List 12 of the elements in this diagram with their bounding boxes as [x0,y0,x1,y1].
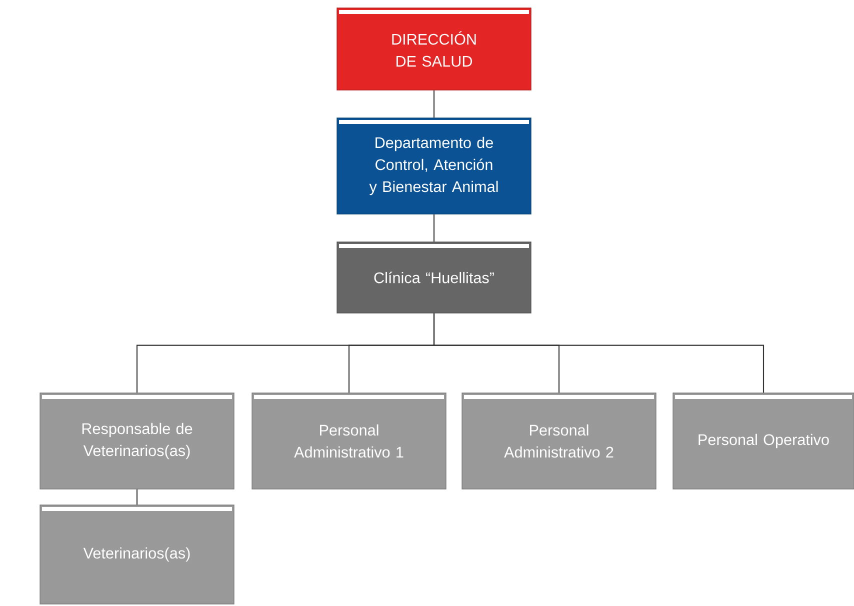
connector-line [136,489,138,505]
department-box: DIRECCIÓN DE SALUD [336,8,532,90]
position-box: Responsable de Veterinarios(as) [40,392,234,490]
position-box: Personal Administrativo 2 [462,392,656,490]
department-box: Departamento de Control, Atención y Bienestar Animal [336,118,532,214]
connector-line [433,90,435,118]
position-box: Personal Operativo [672,392,854,490]
position-box: Personal Administrativo 1 [252,392,446,490]
position-box: Veterinarios(as) [40,504,234,604]
connector-line [433,313,764,393]
clinic-box: Clínica “Huellitas” [336,242,532,314]
connector-line [433,214,435,242]
